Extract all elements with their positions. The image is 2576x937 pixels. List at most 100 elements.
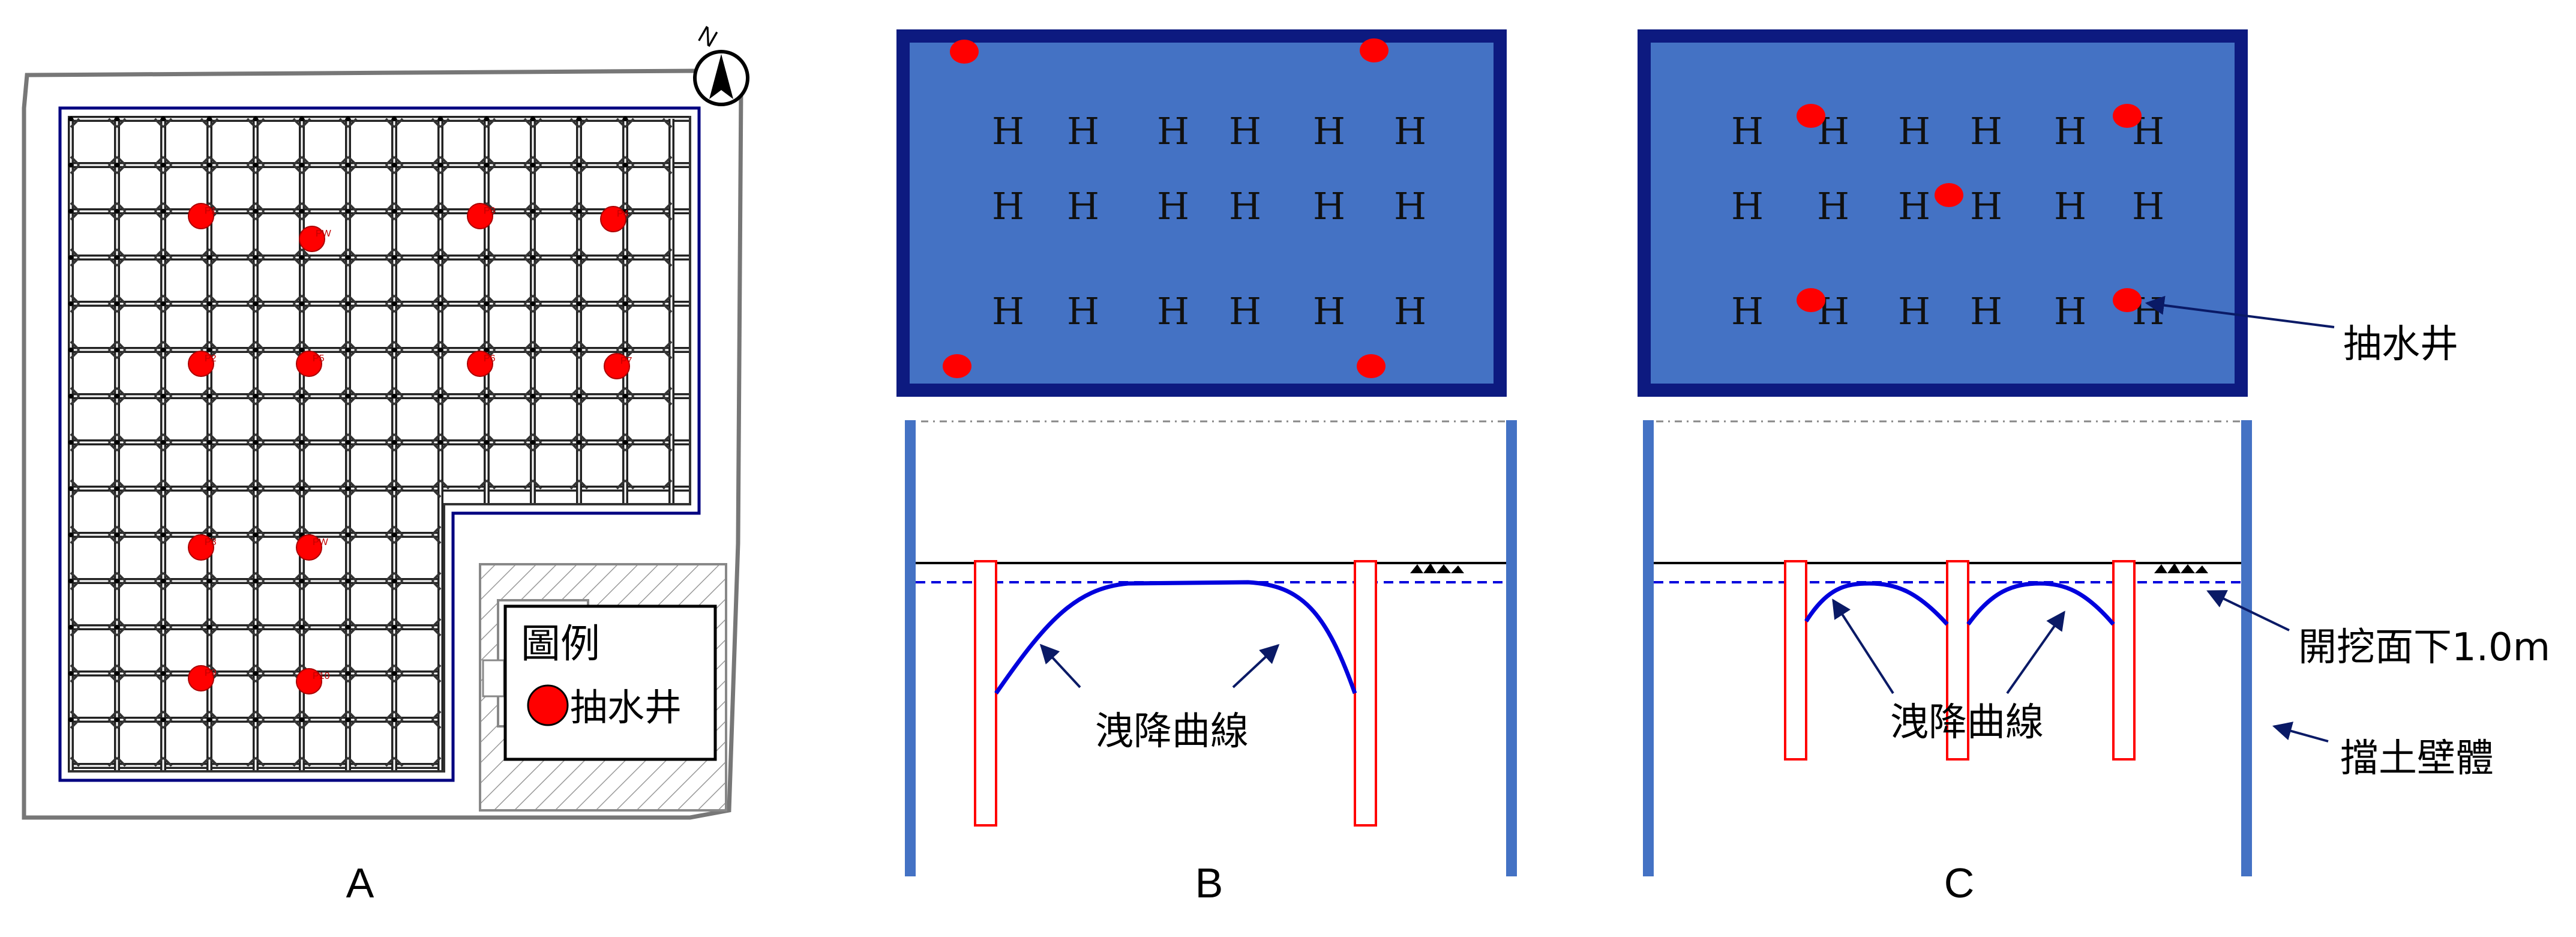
hgrid-c-h-12: H (2132, 184, 2164, 228)
hgrid-b-h-5: H (1313, 109, 1345, 153)
well-a-3 (467, 203, 493, 229)
hgrid-b-h-12: H (1394, 184, 1426, 228)
hgrid-c-h-3: H (1898, 109, 1930, 153)
panel-b-label: B (1195, 860, 1223, 906)
callout-arrow-b-left (1039, 643, 1081, 688)
panel-b-wall-left (905, 420, 916, 876)
panel-c-label: C (1944, 860, 1975, 906)
north-label: N (694, 21, 722, 53)
well-a-label-10: PW (313, 537, 329, 547)
legend-well-symbol (527, 684, 569, 726)
hgrid-c-h-8: H (1817, 184, 1849, 228)
hgrid-c-h-11: H (2054, 184, 2086, 228)
well-a-label-3: P3 (484, 206, 496, 216)
hgrid-c-h-4: H (1970, 109, 2002, 153)
drawdown-curve-b (994, 580, 1357, 694)
panel-c-plan-wells (1797, 104, 2142, 312)
well-b-plan-1 (950, 40, 979, 64)
strut-grid (68, 116, 689, 770)
well-a-1 (188, 203, 214, 229)
well-a-8 (604, 353, 630, 379)
well-a-11 (188, 665, 214, 691)
hgrid-b-h-4: H (1229, 109, 1261, 153)
callout-arrow-wall (2272, 722, 2329, 743)
drawdown-label-c: 洩降曲線 (1890, 700, 2044, 745)
hgrid-b-h-9: H (1157, 184, 1189, 228)
legend-box (503, 604, 717, 761)
depth-callout-label: 開挖面下1.0m (2298, 625, 2550, 670)
well-c-plan-1 (1797, 104, 1825, 128)
well-a-9 (188, 534, 214, 561)
well-a-label-8: P7 (620, 356, 632, 366)
hgrid-c-h-13: H (1731, 289, 1764, 333)
drawdown-label-b: 洩降曲線 (1095, 710, 1249, 754)
hgrid-b-h-13: H (992, 289, 1024, 333)
panel-b-wall-right (1506, 420, 1517, 876)
well-a-label-7: P6 (484, 354, 496, 364)
legend-title: 圖例 (521, 621, 600, 667)
drawdown-curve-c-right (1966, 581, 2115, 626)
well-b-plan-3 (943, 354, 971, 378)
hgrid-c-h-10: H (1970, 184, 2002, 228)
well-b-plan-4 (1357, 354, 1386, 378)
well-a-7 (467, 351, 493, 377)
excavation-inner-outline (68, 116, 691, 773)
hgrid-c-h-1: H (1731, 109, 1764, 153)
well-a-label-2: PW (316, 229, 332, 239)
well-c-section-2 (1946, 560, 1969, 761)
well-a-label-9: P8 (205, 537, 217, 547)
well-a-5 (188, 351, 214, 377)
well-c-plan-5 (2113, 288, 2142, 312)
well-a-label-11: P9 (205, 668, 217, 678)
callout-arrow-b-right (1232, 643, 1280, 688)
hgrid-b-h-16: H (1229, 289, 1261, 333)
panel-b-ground-mark (1410, 563, 1464, 573)
hgrid-b-h-14: H (1067, 289, 1099, 333)
well-c-plan-4 (1797, 288, 1825, 312)
hgrid-c-h-15: H (1898, 289, 1930, 333)
panel-b-plan (896, 29, 1507, 397)
callout-arrow-depth (2206, 590, 2290, 631)
well-b-plan-2 (1360, 38, 1389, 62)
hgrid-b-h-10: H (1229, 184, 1261, 228)
well-c-plan-2 (2113, 104, 2142, 128)
well-a-label-5: P2 (205, 354, 217, 364)
panel-c-wall-right (2241, 420, 2252, 876)
hgrid-b-h-6: H (1394, 109, 1426, 153)
hgrid-c-h-7: H (1731, 184, 1764, 228)
well-a-12 (296, 668, 322, 694)
panel-b-plan-wells (943, 38, 1389, 378)
hgrid-b-h-15: H (1157, 289, 1189, 333)
hgrid-b-h-18: H (1394, 289, 1426, 333)
hgrid-c-h-5: H (2054, 109, 2086, 153)
hgrid-b-h-11: H (1313, 184, 1345, 228)
legend-item: 抽水井 (570, 685, 682, 729)
well-a-label-4: P4 (617, 209, 629, 219)
panel-a-label: A (346, 860, 374, 906)
well-a-label-6: P5 (313, 354, 325, 364)
well-a-4 (600, 206, 626, 232)
well-a-2 (299, 226, 325, 252)
well-c-section-3 (2112, 560, 2136, 761)
hgrid-c-h-16: H (1970, 289, 2002, 333)
north-arrow: N (693, 21, 749, 106)
callout-arrow-c-right (2006, 610, 2065, 694)
hgrid-b-h-2: H (1067, 109, 1099, 153)
hgrid-b-h-1: H (992, 109, 1024, 153)
well-c-section-1 (1784, 560, 1807, 761)
well-a-10 (296, 534, 322, 561)
well-callout-label: 抽水井 (2343, 322, 2458, 367)
hgrid-b-h-3: H (1157, 109, 1189, 153)
drawdown-curve-c-left (1804, 581, 1949, 626)
hgrid-b-h-17: H (1313, 289, 1345, 333)
callout-arrow-c-left (1832, 598, 1894, 694)
well-b-section-1 (974, 560, 997, 827)
callout-arrow-well (2145, 295, 2335, 328)
hgrid-c-h-17: H (2054, 289, 2086, 333)
well-a-label-1: P1 (205, 206, 217, 216)
panel-c-ground-mark (2154, 563, 2208, 573)
legend: 圖例 抽水井 (503, 604, 717, 761)
